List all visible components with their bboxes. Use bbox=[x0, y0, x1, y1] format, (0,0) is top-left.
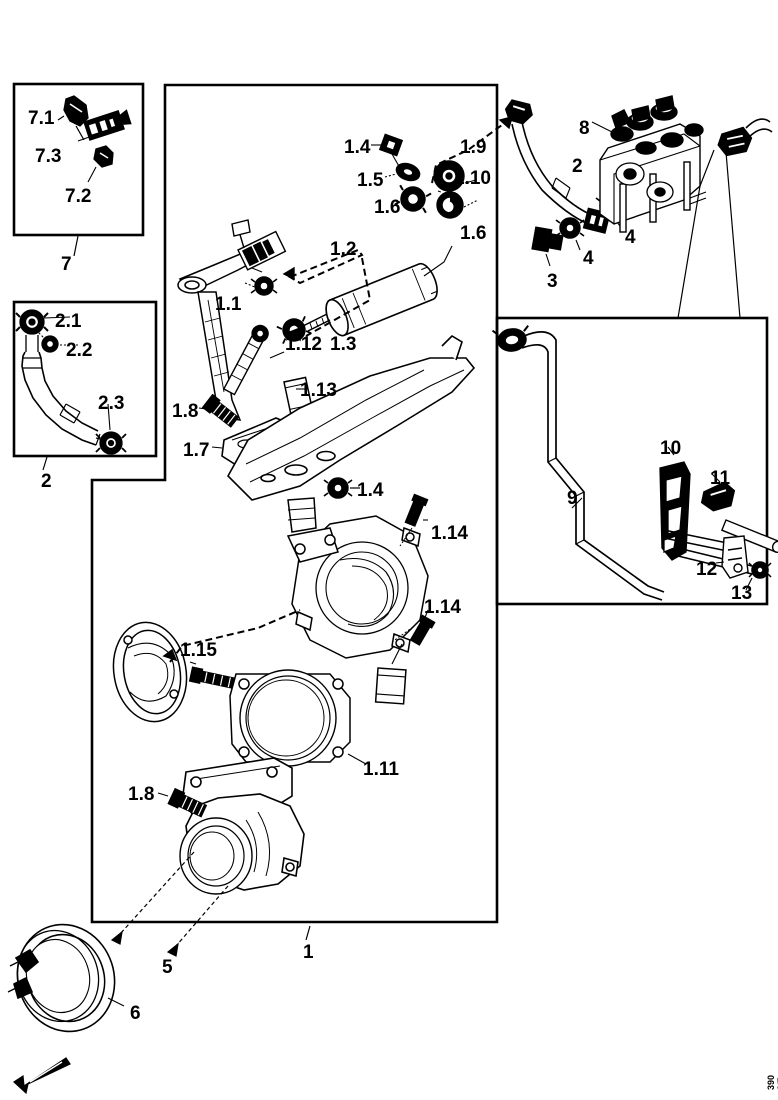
callout-1-1: 1.1 bbox=[215, 294, 242, 315]
callout-1-10: 1.10 bbox=[454, 168, 491, 189]
callout-3: 3 bbox=[547, 271, 558, 292]
callout-1-3: 1.3 bbox=[330, 334, 357, 355]
callout-2-3: 2.3 bbox=[98, 393, 125, 414]
callout-1: 1 bbox=[303, 942, 314, 963]
callout-1-14: 1.14 bbox=[431, 523, 468, 544]
detail-2-artwork bbox=[15, 309, 127, 471]
callout-1-4: 1.4 bbox=[344, 137, 371, 158]
drawing-id-code: 390 9/7 bbox=[766, 1074, 778, 1090]
turbine-housing bbox=[157, 757, 305, 895]
callout-1-6: 1.6 bbox=[460, 223, 487, 244]
callout-12: 12 bbox=[696, 559, 718, 580]
callout-7-1: 7.1 bbox=[28, 108, 55, 129]
callout-7-2: 7.2 bbox=[65, 186, 92, 207]
callout-1-9: 1.9 bbox=[460, 137, 487, 158]
actuator-assembly bbox=[177, 116, 513, 501]
callout-7: 7 bbox=[61, 254, 72, 275]
callout-1-8: 1.8 bbox=[128, 784, 155, 805]
callout-1-11: 1.11 bbox=[363, 759, 399, 780]
orientation-arrow bbox=[13, 1057, 71, 1095]
callout-6: 6 bbox=[130, 1003, 141, 1024]
callout-11: 11 bbox=[710, 468, 731, 489]
valve-block-assembly bbox=[504, 95, 773, 319]
callout-1-6: 1.6 bbox=[374, 197, 401, 218]
detail-9-artwork bbox=[491, 325, 778, 601]
frame-borders bbox=[12, 82, 769, 924]
callout-10: 10 bbox=[660, 438, 682, 459]
callout-2: 2 bbox=[572, 156, 583, 177]
callout-1-2: 1.2 bbox=[330, 239, 357, 260]
callout-1-15: 1.15 bbox=[180, 640, 217, 661]
callout-5: 5 bbox=[162, 957, 173, 978]
callout-9: 9 bbox=[567, 488, 578, 509]
backplate-1-15 bbox=[112, 609, 301, 723]
gasket-1-11 bbox=[229, 669, 367, 767]
callout-1-7: 1.7 bbox=[183, 440, 210, 461]
callout-7-3: 7.3 bbox=[35, 146, 62, 167]
callout-2: 2 bbox=[41, 471, 52, 492]
callout-4: 4 bbox=[583, 248, 594, 269]
callout-2-1: 2.1 bbox=[55, 311, 82, 332]
callout-13: 13 bbox=[731, 583, 753, 604]
callout-1-4: 1.4 bbox=[357, 480, 384, 501]
callout-2-2: 2.2 bbox=[66, 340, 93, 361]
compressor-housing bbox=[286, 493, 436, 705]
callout-1-12: 1.12 bbox=[285, 334, 322, 355]
main-leaders bbox=[110, 851, 311, 957]
callout-8: 8 bbox=[579, 118, 590, 139]
v-band-clamp-6 bbox=[7, 923, 125, 1033]
callout-1-14: 1.14 bbox=[424, 597, 461, 618]
callout-1-8: 1.8 bbox=[172, 401, 199, 422]
callout-1-13: 1.13 bbox=[300, 380, 337, 401]
callout-1-5: 1.5 bbox=[357, 170, 384, 191]
callout-4: 4 bbox=[625, 227, 636, 248]
detail-7-artwork bbox=[57, 95, 132, 257]
